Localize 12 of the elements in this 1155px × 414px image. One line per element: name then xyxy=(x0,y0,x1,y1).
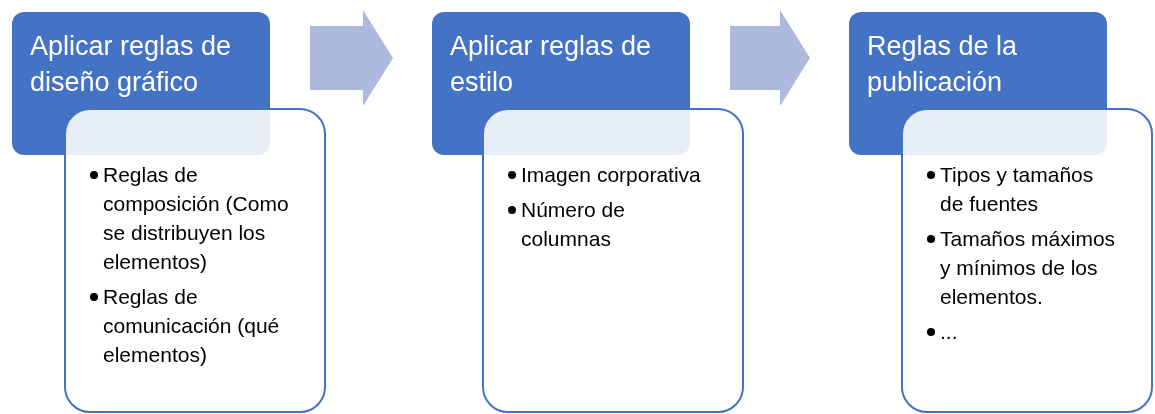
bullet-text: Tipos y tamaños de fuentes xyxy=(940,163,1094,215)
bullet-text: Tamaños máximos y mínimos de los elementos. xyxy=(940,227,1116,308)
detail-card xyxy=(901,108,1153,413)
bullet-text: Imagen corporativa xyxy=(521,163,701,186)
bullet-text: Reglas de composición (Como se distribuyen los elementos) xyxy=(103,163,289,273)
detail-card xyxy=(64,108,326,413)
block-arrow xyxy=(310,10,393,106)
bullet-text: ... xyxy=(940,320,958,343)
bullet-text: Número de columnas xyxy=(521,198,625,250)
bullet-text: Reglas de comunicación (qué elementos) xyxy=(103,285,280,366)
block-arrow xyxy=(730,10,810,106)
detail-card xyxy=(482,108,744,413)
